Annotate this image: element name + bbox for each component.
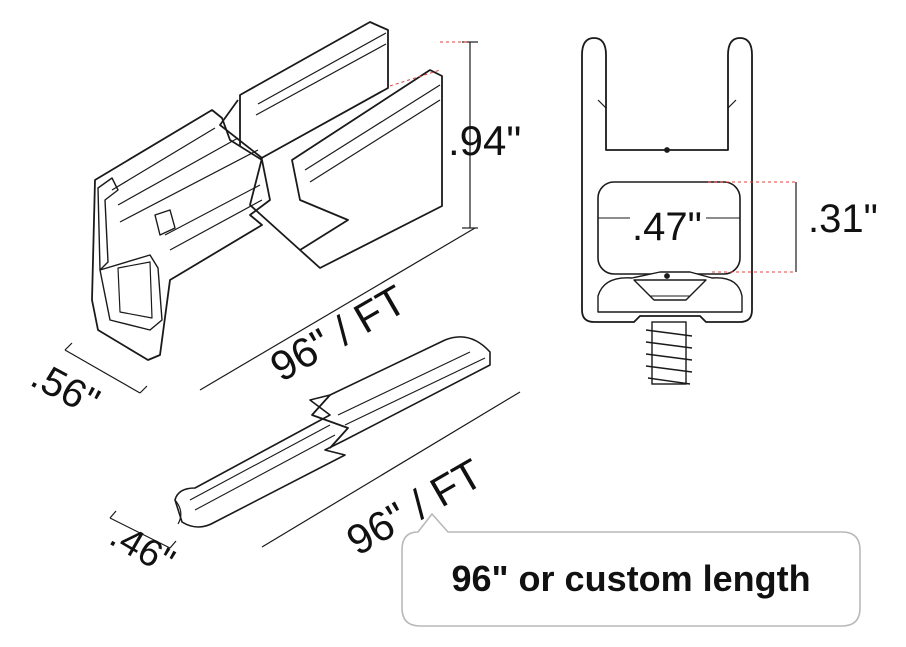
insert-dimension-lines <box>109 391 521 549</box>
insert-width-label: .46" <box>103 514 181 584</box>
insert-strip <box>174 336 491 528</box>
track-isometric <box>91 21 443 361</box>
track-height-label: .94" <box>448 117 521 164</box>
screw-icon <box>645 321 693 385</box>
length-callout: 96" or custom length <box>401 512 861 627</box>
track-dimension-lines <box>64 41 478 394</box>
cross-section-dimension-lines <box>598 181 797 273</box>
track-width-label: .56" <box>24 353 106 425</box>
cross-section-width-label: .47" <box>632 205 702 249</box>
callout-text: 96" or custom length <box>451 558 810 599</box>
cross-section-height-label: .31" <box>808 197 878 241</box>
cross-section-profile <box>581 37 753 323</box>
